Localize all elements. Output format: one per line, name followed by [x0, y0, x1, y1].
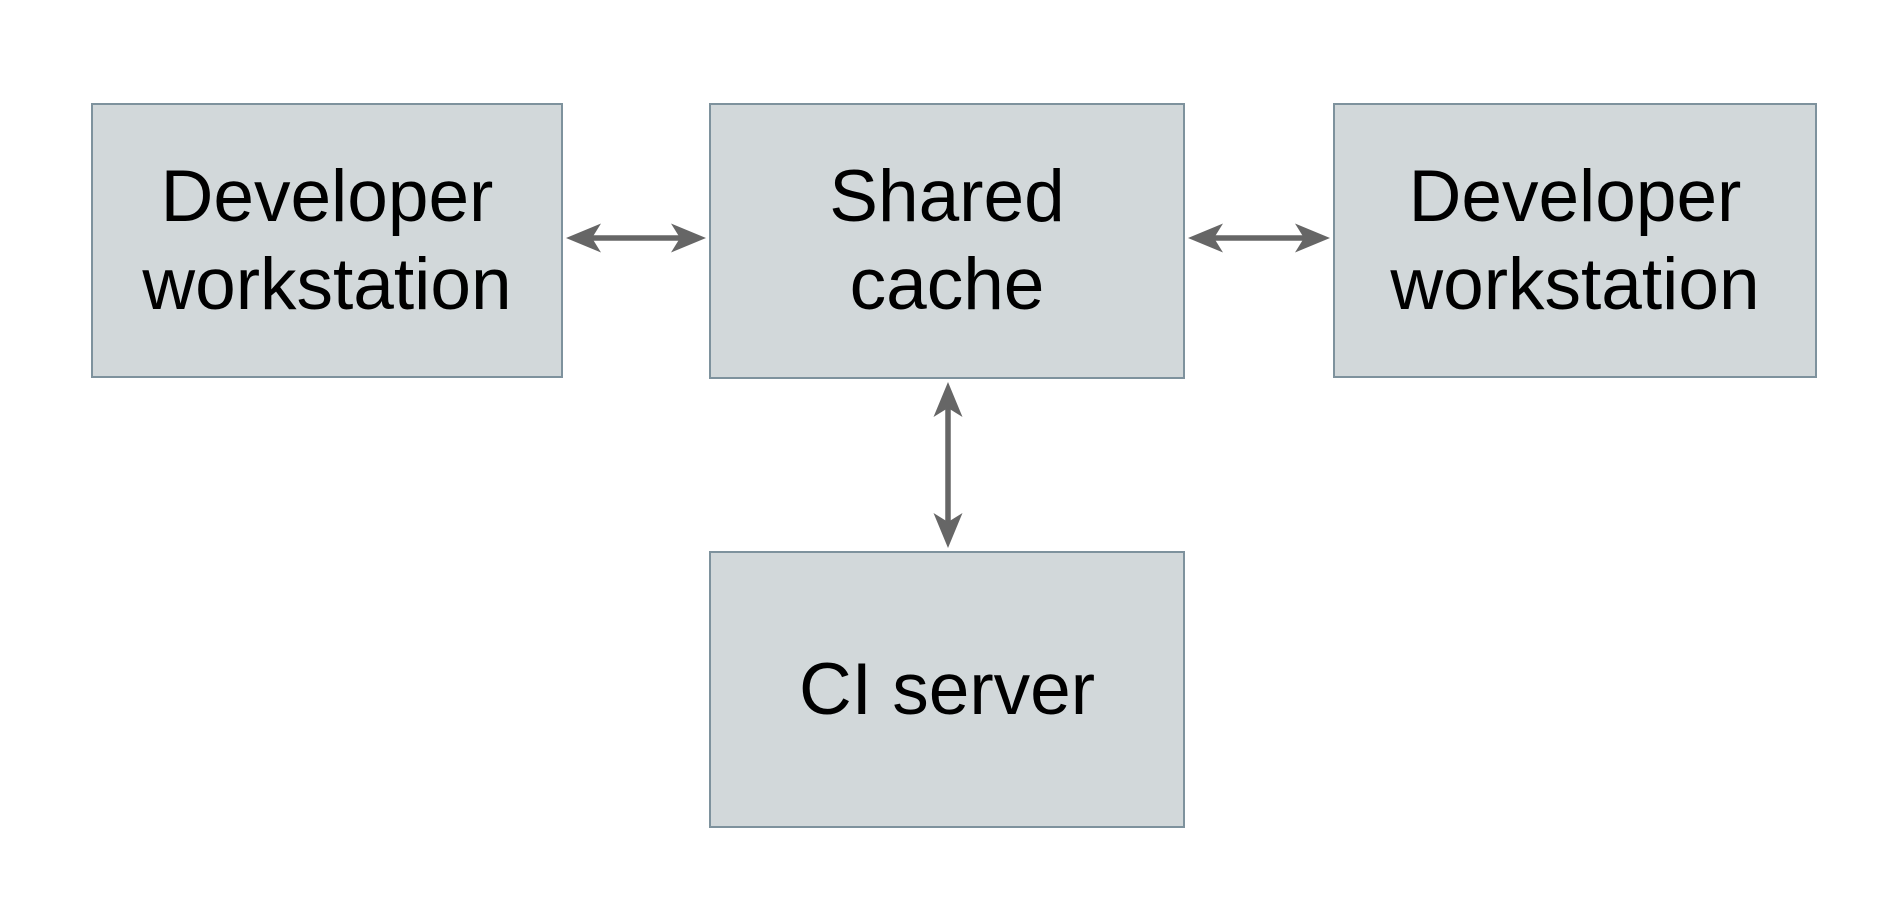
node-label-developer-workstation-right: Developer workstation	[1390, 155, 1760, 325]
node-developer-workstation-right: Developer workstation	[1333, 103, 1817, 378]
node-ci-server: CI server	[709, 551, 1185, 828]
double-arrow-icon-cache-ciserver	[933, 382, 963, 548]
node-label-ci-server: CI server	[798, 648, 1096, 730]
node-developer-workstation-left: Developer workstation	[91, 103, 563, 378]
double-arrow-icon-devleft-cache	[566, 223, 706, 253]
double-arrow-icon-cache-devright	[1188, 223, 1330, 253]
node-label-developer-workstation-left: Developer workstation	[142, 155, 512, 325]
node-label-shared-cache: Shared cache	[829, 156, 1065, 325]
node-shared-cache: Shared cache	[709, 103, 1185, 379]
